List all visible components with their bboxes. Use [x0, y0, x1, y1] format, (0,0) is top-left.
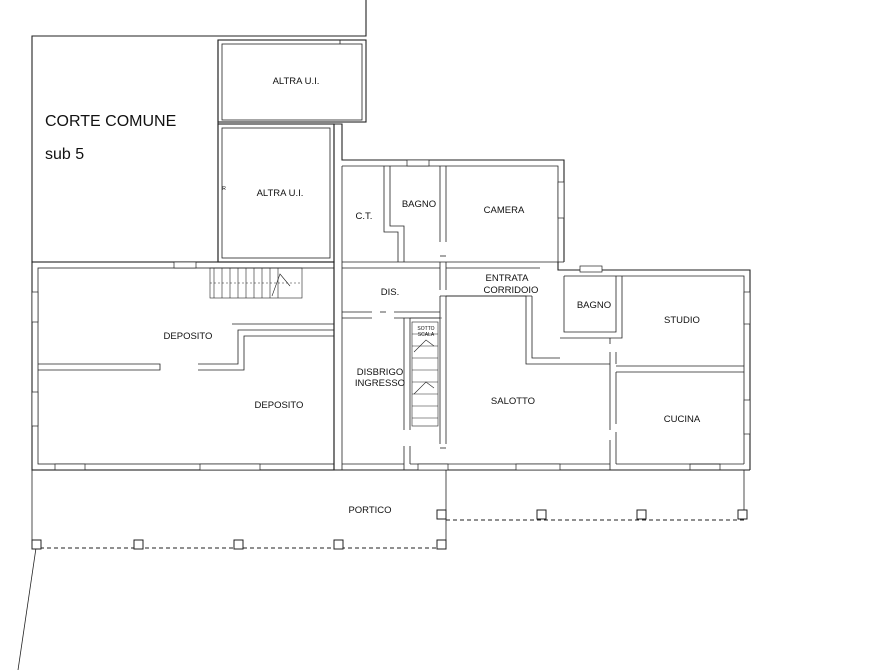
entrata-label: ENTRATA — [486, 273, 530, 284]
center-staircase — [410, 317, 442, 427]
studio-label: STUDIO — [664, 315, 700, 326]
ct-label: C.T. — [356, 211, 373, 222]
portico-pillar — [333, 539, 344, 550]
central-block-walls — [333, 123, 565, 470]
south-facade — [32, 463, 750, 471]
portico-pillar — [233, 539, 244, 550]
left-staircase — [209, 267, 303, 299]
altra-ui-top-label: ALTRA U.I. — [273, 76, 320, 87]
altra-ui-top-room — [217, 39, 367, 123]
corte-comune-sub: sub 5 — [45, 146, 84, 163]
bagno-top-label: BAGNO — [402, 199, 436, 210]
cucina-label: CUCINA — [664, 414, 701, 425]
portico-area — [17, 470, 748, 670]
deposito-lower-label: DEPOSITO — [255, 400, 304, 411]
disbrigo-label: DISBRIGO — [357, 367, 403, 378]
ingresso-label: INGRESSO — [355, 378, 405, 389]
bagno-right-label: BAGNO — [577, 300, 611, 311]
altra-ui-door-mark: R — [222, 186, 226, 192]
corte-comune-area — [31, 0, 367, 263]
right-block-walls — [557, 262, 751, 471]
salotto-walls — [439, 255, 610, 449]
camera-label: CAMERA — [484, 205, 525, 216]
stair-note-line1: SOTTO — [417, 326, 434, 332]
portico-pillar — [636, 509, 647, 520]
portico-pillar — [737, 509, 748, 520]
portico-pillar — [436, 509, 447, 520]
portico-pillar — [31, 539, 42, 550]
dis-label: DIS. — [381, 287, 399, 298]
corte-comune-title: CORTE COMUNE — [45, 113, 176, 130]
salotto-label: SALOTTO — [491, 396, 535, 407]
portico-pillar — [536, 509, 547, 520]
portico-pillar — [133, 539, 144, 550]
portico-label: PORTICO — [348, 505, 391, 516]
stair-note-line2: SCALA — [418, 332, 435, 338]
deposito-walls — [31, 261, 335, 471]
altra-ui-mid-label: ALTRA U.I. — [257, 188, 304, 199]
portico-pillar — [436, 539, 447, 550]
corridoio-label: CORRIDOIO — [484, 285, 539, 296]
deposito-upper-label: DEPOSITO — [164, 331, 213, 342]
